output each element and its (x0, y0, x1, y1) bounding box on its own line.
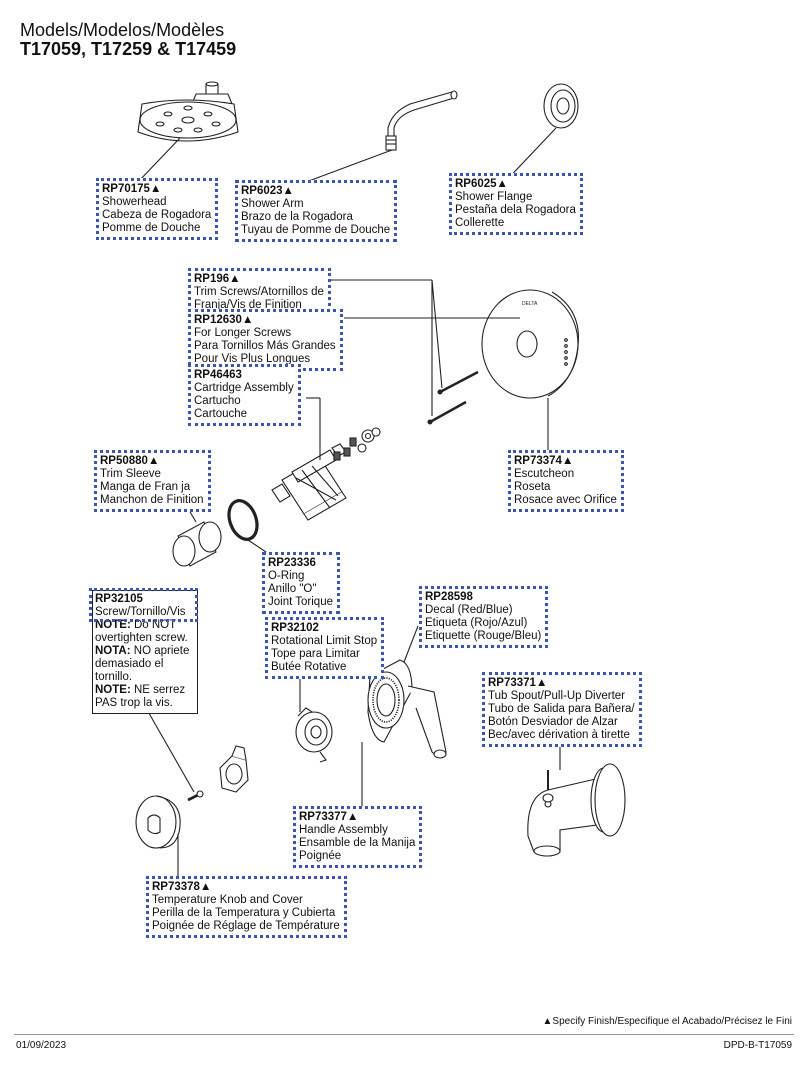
part-name-cont: Franja/Vis de Finition (194, 299, 302, 311)
part-name-fr: Etiquette (Rouge/Bleu) (425, 630, 542, 642)
part-name-fr: Cartouche (194, 408, 248, 420)
part-name: Shower Flange (455, 191, 533, 203)
model-numbers: T17059, T17259 & T17459 (20, 39, 237, 59)
note-fr: NOTE: NE serrez PAS trop la vis. (95, 684, 186, 709)
trim-screws-drawing (427, 370, 479, 425)
footer-divider (14, 1034, 794, 1035)
oring-drawing (227, 499, 259, 541)
part-number: RP73377▲ (299, 811, 359, 823)
part-name-es: Ensamble de la Manija (299, 837, 416, 849)
part-name-es: Tubo de Salida para Bañera/ (488, 703, 635, 715)
part-name: Screw/Tornillo/Vis (95, 606, 186, 618)
specify-finish-note: ▲Specify Finish/Especifique el Acabado/P… (542, 1016, 792, 1027)
escutcheon-drawing (481, 289, 580, 399)
part-name-es-2: Botón Desviador de Alzar (488, 716, 618, 728)
part-name-fr: Manchon de Finition (100, 494, 204, 506)
callout-temp-knob: RP73378▲ Temperature Knob and Cover Peri… (146, 876, 347, 938)
part-name: Escutcheon (514, 468, 575, 480)
part-name: Showerhead (102, 196, 167, 208)
limit-stop-drawing (295, 707, 333, 763)
part-name: Rotational Limit Stop (271, 635, 378, 647)
part-name-es: Cartucho (194, 395, 241, 407)
part-number: RP70175▲ (102, 183, 162, 195)
part-name-fr: Rosace avec Orifice (514, 494, 617, 506)
part-name: Decal (Red/Blue) (425, 604, 513, 616)
screw-drawing (187, 790, 204, 802)
showerhead-drawing (137, 81, 239, 142)
part-name-es: Tope para Limitar (271, 648, 360, 660)
part-name-es: Manga de Fran ja (100, 481, 191, 493)
part-number: RP73374▲ (514, 455, 574, 467)
part-number: RP12630▲ (194, 314, 254, 326)
part-name-fr: Pomme de Douche (102, 222, 201, 234)
temp-adapter-drawing (219, 745, 249, 793)
callout-shower-arm: RP6023▲ Shower Arm Brazo de la Rogadora … (235, 180, 398, 242)
part-name-fr: Joint Torique (268, 596, 333, 608)
tub-spout-drawing (527, 763, 626, 857)
note-es: NOTA: NO apriete demasiado el tornillo. (95, 645, 190, 683)
part-name: Cartridge Assembly (194, 382, 294, 394)
handle-drawing (367, 659, 447, 759)
temp-knob-drawing (135, 795, 181, 849)
part-name: Handle Assembly (299, 824, 388, 836)
callout-trim-sleeve: RP50880▲ Trim Sleeve Manga de Fran ja Ma… (94, 450, 211, 512)
part-number: RP32102 (271, 622, 319, 634)
callout-longer-screws: RP12630▲ For Longer Screws Para Tornillo… (188, 309, 343, 371)
part-name: Tub Spout/Pull-Up Diverter (488, 690, 625, 702)
callout-showerhead: RP70175▲ Showerhead Cabeza de Rogadora P… (96, 178, 219, 240)
part-name-fr: Poignée (299, 850, 342, 862)
part-number: RP32105 (95, 593, 143, 605)
part-number: RP196▲ (194, 273, 241, 285)
part-name-fr: Tuyau de Pomme de Douche (241, 224, 391, 236)
part-name: For Longer Screws (194, 327, 292, 339)
callout-oring: RP23336 O-Ring Anillo "O" Joint Torique (262, 552, 340, 614)
part-name-es: Anillo "O" (268, 583, 317, 595)
part-name: Trim Sleeve (100, 468, 161, 480)
part-name: Trim Screws/Atornillos de (194, 286, 324, 298)
part-name-fr: Collerette (455, 217, 505, 229)
callout-decal: RP28598 Decal (Red/Blue) Etiqueta (Rojo/… (419, 586, 549, 648)
part-name-es: Cabeza de Rogadora (102, 209, 212, 221)
part-number: RP6023▲ (241, 185, 294, 197)
callout-limit-stop: RP32102 Rotational Limit Stop Tope para … (265, 617, 385, 679)
part-number: RP46463 (194, 369, 242, 381)
part-number: RP23336 (268, 557, 316, 569)
screw-note: RP32105 Screw/Tornillo/Vis NOTE: Do NOT … (92, 590, 198, 714)
part-number: RP73371▲ (488, 677, 548, 689)
escutcheon-logo: DELTA (522, 301, 538, 307)
part-name-fr: Butée Rotative (271, 661, 347, 673)
trim-sleeve-drawing (172, 521, 222, 567)
document-code: DPD-B-T17059 (723, 1040, 792, 1051)
part-name: O-Ring (268, 570, 305, 582)
callout-handle: RP73377▲ Handle Assembly Ensamble de la … (293, 806, 423, 868)
part-number: RP28598 (425, 591, 473, 603)
callout-escutcheon: RP73374▲ Escutcheon Roseta Rosace avec O… (508, 450, 624, 512)
shower-flange-drawing (543, 83, 579, 129)
part-name-es: Para Tornillos Más Grandes (194, 340, 336, 352)
part-name: Temperature Knob and Cover (152, 894, 303, 906)
part-name-fr: Bec/avec dérivation à tirette (488, 729, 630, 741)
part-number: RP6025▲ (455, 178, 508, 190)
part-name: Shower Arm (241, 198, 304, 210)
callout-shower-flange: RP6025▲ Shower Flange Pestaña dela Rogad… (449, 173, 583, 235)
cartridge-drawing (271, 427, 381, 521)
document-date: 01/09/2023 (16, 1040, 67, 1051)
part-number: RP73378▲ (152, 881, 212, 893)
page-title: Models/Modelos/Modèles (20, 20, 225, 40)
part-name-es: Brazo de la Rogadora (241, 211, 353, 223)
shower-arm-drawing (385, 90, 458, 151)
part-name-fr: Poignée de Réglage de Température (152, 920, 340, 932)
part-name-fr: Pour Vis Plus Longues (194, 353, 311, 365)
part-number: RP50880▲ (100, 455, 160, 467)
callout-cartridge: RP46463 Cartridge Assembly Cartucho Cart… (188, 364, 301, 426)
part-name-es: Roseta (514, 481, 551, 493)
part-name-es: Pestaña dela Rogadora (455, 204, 576, 216)
callout-tub-spout: RP73371▲ Tub Spout/Pull-Up Diverter Tubo… (482, 672, 642, 747)
note-en: NOTE: Do NOT overtighten screw. (95, 619, 188, 644)
part-name-es: Etiqueta (Rojo/Azul) (425, 617, 528, 629)
part-name-es: Perilla de la Temperatura y Cubierta (152, 907, 336, 919)
screw-callout-frame (89, 588, 198, 622)
